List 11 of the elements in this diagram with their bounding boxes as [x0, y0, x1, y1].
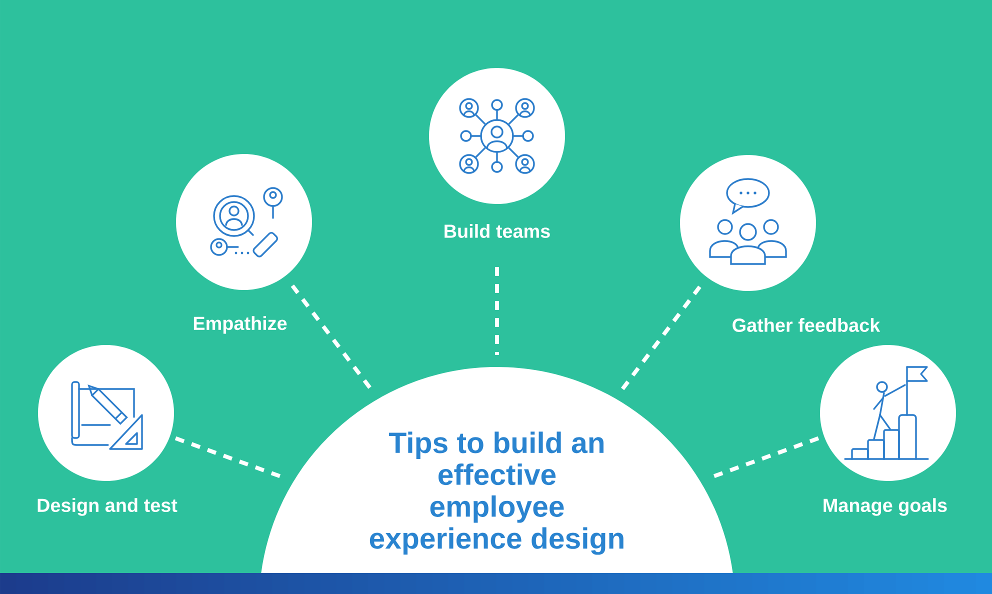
- dashed-line: [620, 286, 702, 390]
- node-label: Design and test: [38, 498, 178, 516]
- node-label: Gather feedback: [732, 318, 880, 332]
- node-label: Build teams: [444, 224, 550, 238]
- node-label: Empathize: [194, 316, 287, 334]
- dashed-line: [710, 436, 820, 479]
- node-label: Manage goals: [824, 498, 947, 516]
- dashed-line: [290, 284, 373, 390]
- dashed-line: [495, 267, 499, 355]
- headline-text: Tips to build an effective employee experience design: [370, 432, 624, 555]
- dashed-line: [174, 436, 284, 479]
